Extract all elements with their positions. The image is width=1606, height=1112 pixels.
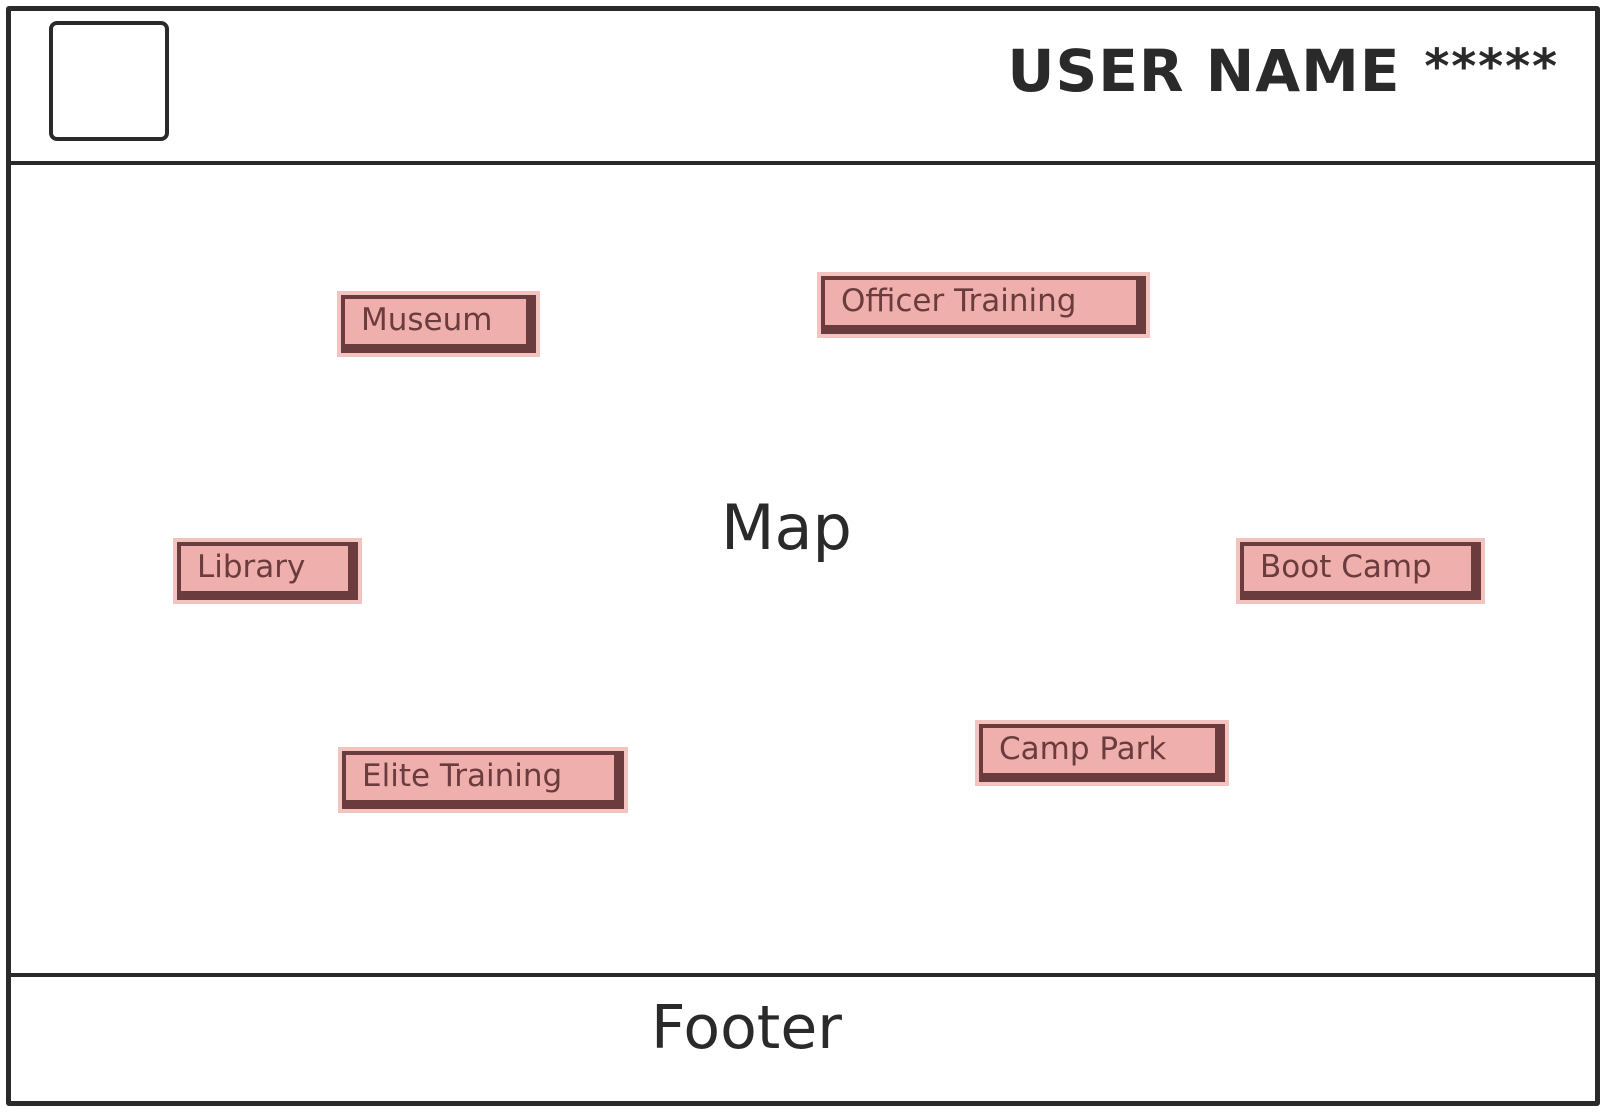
app-window: USER NAME ***** Map Museum Officer Train…	[6, 6, 1600, 1106]
footer-label: Footer	[651, 993, 842, 1063]
elite-training-button[interactable]: Elite Training	[342, 751, 624, 809]
password-mask: *****	[1422, 39, 1559, 95]
map-title: Map	[721, 491, 852, 564]
boot-camp-button[interactable]: Boot Camp	[1240, 542, 1481, 600]
officer-training-button[interactable]: Officer Training	[821, 276, 1146, 334]
user-area: USER NAME *****	[1007, 37, 1559, 105]
library-button[interactable]: Library	[177, 542, 358, 600]
footer: Footer	[11, 973, 1595, 1101]
camp-park-button[interactable]: Camp Park	[979, 724, 1225, 782]
logo-placeholder[interactable]	[49, 21, 169, 141]
header: USER NAME *****	[11, 11, 1595, 165]
map-area: Map Museum Officer Training Library Boot…	[11, 165, 1595, 965]
museum-button[interactable]: Museum	[341, 295, 536, 353]
user-name-label: USER NAME	[1007, 37, 1401, 105]
